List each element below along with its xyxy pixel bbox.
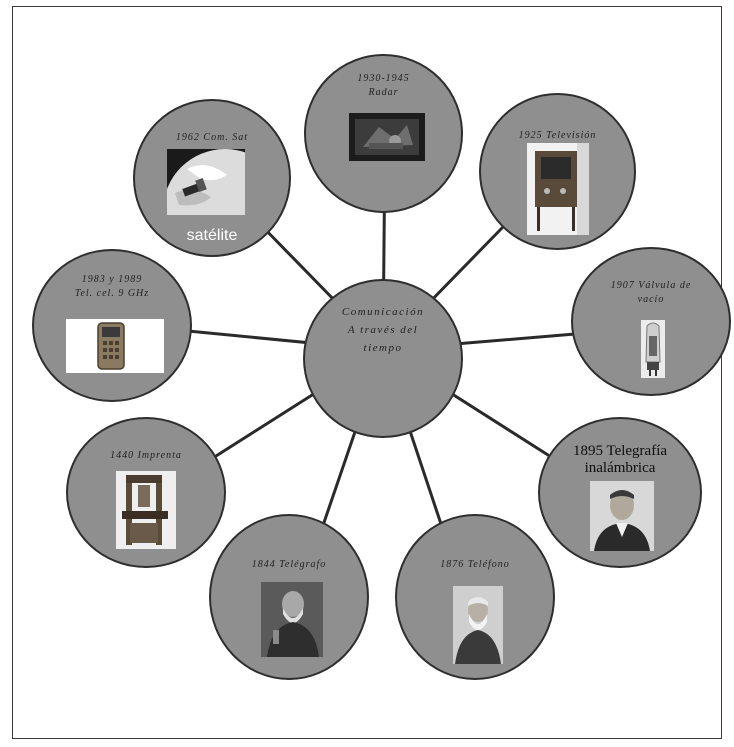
television-photo — [527, 143, 589, 235]
satellite-caption: satélite — [135, 227, 289, 245]
node-satellite: 1962 Com. Sat satélite — [133, 99, 291, 257]
morse-portrait — [261, 582, 323, 657]
node-radar-title: Radar — [306, 86, 461, 100]
node-wireless-telegraph: 1895 Telegrafía inalámbrica — [538, 417, 702, 568]
node-mobile-phone-title: Tel. cel. 9 GHz — [34, 287, 190, 301]
satellite-earth-photo — [167, 149, 245, 215]
marconi-portrait — [590, 481, 654, 551]
node-vacuum-tube-title: vacío — [573, 293, 729, 307]
node-radar: 1930-1945 Radar — [304, 54, 463, 213]
node-television: 1925 Televisión — [479, 93, 636, 250]
node-center: Comunicación A través del tiempo — [303, 279, 463, 438]
node-vacuum-tube-label: 1907 Válvula de vacío — [573, 279, 729, 307]
vacuum-tube-photo — [641, 320, 665, 378]
node-vacuum-tube-year: 1907 Válvula de — [573, 279, 729, 293]
center-line-2: A través del — [305, 321, 461, 339]
node-printing-label: 1440 Imprenta — [68, 449, 224, 463]
center-line-3: tiempo — [305, 339, 461, 357]
node-wireless-telegraph-title: inalámbrica — [540, 460, 700, 477]
node-wireless-telegraph-year: 1895 Telegrafía — [540, 443, 700, 460]
node-television-label: 1925 Televisión — [481, 129, 634, 143]
node-vacuum-tube: 1907 Válvula de vacío — [571, 247, 731, 396]
node-satellite-label: 1962 Com. Sat — [135, 131, 289, 145]
node-printing: 1440 Imprenta — [66, 417, 226, 568]
center-line-1: Comunicación — [305, 303, 461, 321]
node-radar-label: 1930-1945 Radar — [306, 72, 461, 100]
node-mobile-phone-year: 1983 y 1989 — [34, 273, 190, 287]
radar-photo — [349, 113, 425, 161]
node-telegraph-label: 1844 Telégrafo — [211, 558, 367, 572]
node-telephone-label: 1876 Teléfono — [397, 558, 553, 572]
node-telephone: 1876 Teléfono — [395, 514, 555, 680]
printing-press-photo — [116, 471, 176, 549]
mobile-phone-photo — [66, 319, 164, 373]
bell-portrait — [453, 586, 503, 664]
node-radar-year: 1930-1945 — [306, 72, 461, 86]
node-mobile-phone: 1983 y 1989 Tel. cel. 9 GHz — [32, 249, 192, 402]
center-label: Comunicación A través del tiempo — [305, 303, 461, 357]
node-telegraph: 1844 Telégrafo — [209, 514, 369, 680]
node-mobile-phone-label: 1983 y 1989 Tel. cel. 9 GHz — [34, 273, 190, 301]
node-wireless-telegraph-label: 1895 Telegrafía inalámbrica — [540, 443, 700, 477]
